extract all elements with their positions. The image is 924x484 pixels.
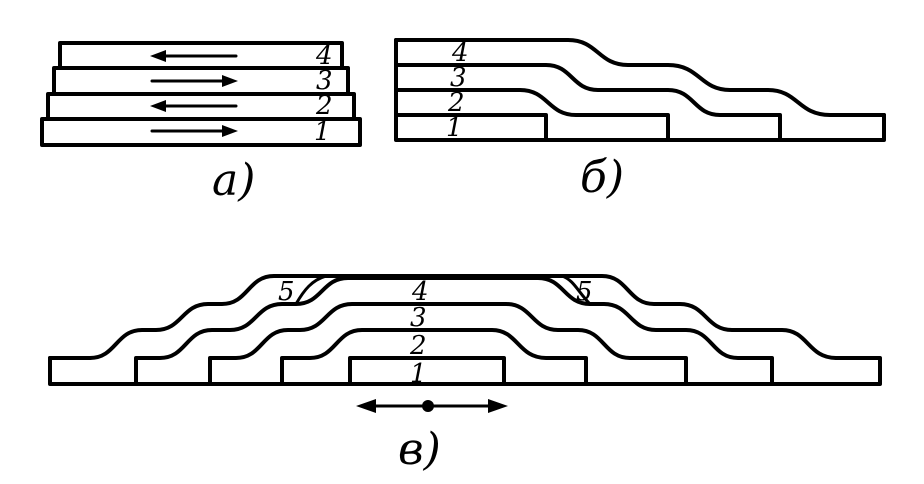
plate-1 bbox=[40, 117, 362, 147]
caption-b: б) bbox=[580, 152, 624, 203]
layer-1 bbox=[394, 113, 548, 142]
caption-v: в) bbox=[398, 424, 441, 475]
plate-3 bbox=[52, 66, 350, 96]
layer-3 bbox=[394, 63, 782, 142]
plate-arrow-1 bbox=[150, 125, 238, 137]
side-label-5-left: 5 bbox=[278, 277, 295, 307]
layer-label-2: 2 bbox=[447, 88, 465, 118]
layer-label-1: 1 bbox=[314, 117, 331, 147]
side-label-5-right: 5 bbox=[576, 277, 593, 307]
layer-label-3: 3 bbox=[450, 63, 467, 93]
layer-label-2: 2 bbox=[315, 91, 333, 121]
plate-arrow-4 bbox=[150, 50, 238, 62]
figure-a: 1 2 3 4 а) bbox=[40, 41, 362, 206]
base-layer bbox=[48, 356, 882, 386]
layer-label-3: 3 bbox=[316, 66, 333, 96]
layer-5-connector-right bbox=[560, 274, 592, 306]
layer-label-4: 4 bbox=[411, 277, 429, 307]
layer-label-4: 4 bbox=[315, 41, 333, 71]
layer-label-4: 4 bbox=[451, 38, 469, 68]
plate-arrow-3 bbox=[150, 75, 238, 87]
layer-label-1: 1 bbox=[410, 359, 427, 389]
figure-b: 1 2 3 4 б) bbox=[394, 38, 886, 203]
layer-3 bbox=[208, 302, 688, 386]
spreading-arrow bbox=[356, 399, 508, 413]
layer-2 bbox=[394, 88, 670, 142]
figure-v: 1 2 3 4 5 5 в) bbox=[48, 274, 882, 475]
layer-5 bbox=[88, 274, 838, 360]
layer-1 bbox=[348, 356, 506, 386]
layer-label-1: 1 bbox=[446, 113, 463, 143]
plate-2 bbox=[46, 92, 356, 121]
layer-label-3: 3 bbox=[410, 303, 427, 333]
plate-4 bbox=[58, 41, 344, 70]
caption-a: а) bbox=[212, 155, 255, 206]
plate-arrow-2 bbox=[150, 100, 238, 112]
layer-2 bbox=[280, 328, 588, 386]
layer-5-connector-left bbox=[294, 274, 328, 306]
layer-4 bbox=[394, 38, 886, 117]
layer-label-2: 2 bbox=[409, 331, 427, 361]
